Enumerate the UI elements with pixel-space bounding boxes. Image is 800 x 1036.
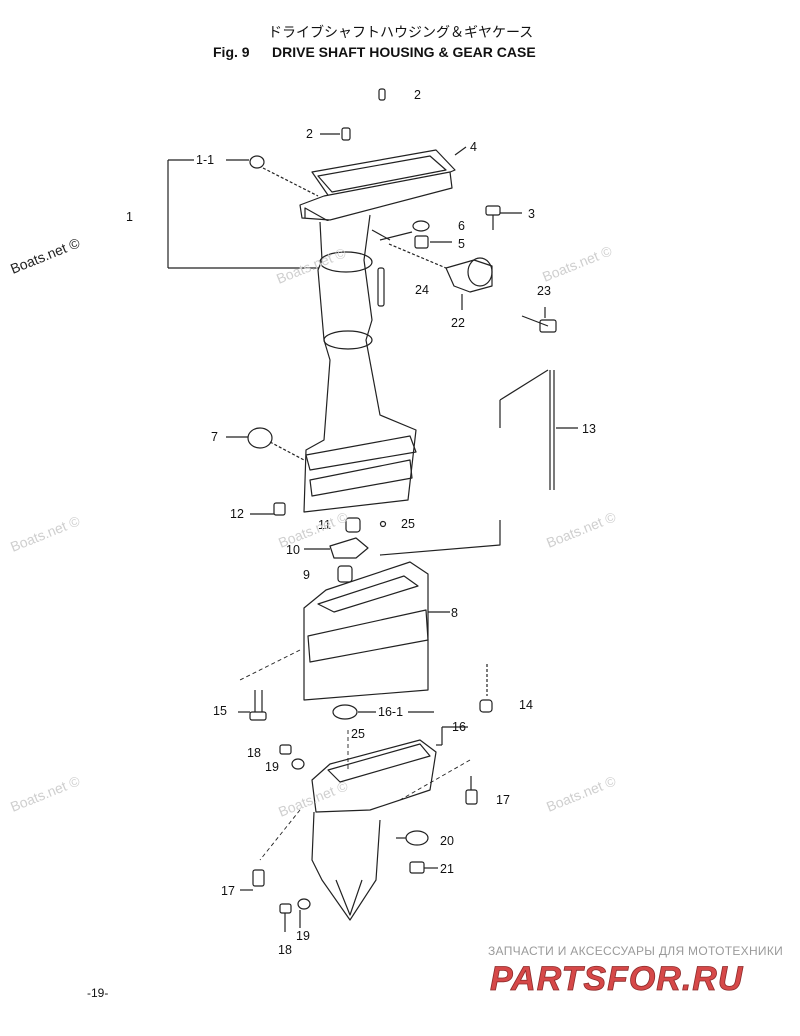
part-10-plate xyxy=(329,537,369,559)
part-8-extension-housing xyxy=(303,561,450,701)
callout-16-1: 16-1 xyxy=(378,705,404,719)
part-16-gear-case xyxy=(311,726,468,921)
callout-23: 23 xyxy=(537,284,551,298)
callout-4: 4 xyxy=(470,140,477,154)
svg-text:PARTSFOR.RU: PARTSFOR.RU xyxy=(490,960,744,998)
part-17-bolt-lower xyxy=(252,869,265,887)
callout-15: 15 xyxy=(213,704,227,718)
callout-10: 10 xyxy=(286,543,300,557)
callout-9: 9 xyxy=(303,568,310,582)
part-17-bolt xyxy=(465,789,478,805)
callout-2-top: 2 xyxy=(414,88,421,102)
part-2-pin-top xyxy=(378,88,386,101)
callout-1: 1 xyxy=(126,210,133,224)
part-14-nut xyxy=(479,699,493,713)
part-2-pin xyxy=(341,127,351,141)
callout-6: 6 xyxy=(458,219,465,233)
callout-5: 5 xyxy=(458,237,465,251)
part-3-bolt xyxy=(485,205,501,216)
part-13-water-tube xyxy=(379,369,578,556)
callout-18-lower: 18 xyxy=(278,943,292,957)
callout-12: 12 xyxy=(230,507,244,521)
part-18-screw xyxy=(279,744,292,755)
part-15-bolt xyxy=(249,690,267,721)
callout-8: 8 xyxy=(451,606,458,620)
part-16-1-oil-seal xyxy=(332,704,358,720)
callout-17: 17 xyxy=(496,793,510,807)
part-19-washer-lower xyxy=(297,898,311,910)
callout-25: 25 xyxy=(401,517,415,531)
part-23-bolt xyxy=(521,307,557,333)
callout-11: 11 xyxy=(318,518,331,532)
part-9-collar xyxy=(337,565,353,583)
brand-subtitle: ЗАПЧАСТИ И АКСЕССУАРЫ ДЛЯ МОТОТЕХНИКИ xyxy=(488,944,784,958)
part-25-small-pin xyxy=(379,520,387,528)
callout-18: 18 xyxy=(247,746,261,760)
part-6-washer xyxy=(412,220,430,232)
part-5-nut xyxy=(414,235,429,249)
callout-19: 19 xyxy=(265,760,279,774)
callout-13: 13 xyxy=(582,422,596,436)
japanese-title: ドライブシャフトハウジング＆ギヤケース xyxy=(268,25,534,41)
part-11-grommet xyxy=(345,517,361,533)
figure-title: DRIVE SHAFT HOUSING & GEAR CASE xyxy=(272,44,536,60)
part-7-grommet xyxy=(247,427,273,449)
callout-1-1: 1-1 xyxy=(196,153,215,167)
callout-21: 21 xyxy=(440,862,454,876)
callout-16: 16 xyxy=(452,720,466,734)
callout-20: 20 xyxy=(440,834,454,848)
part-19-washer xyxy=(291,758,305,770)
figure-label: Fig. 9 xyxy=(213,44,250,60)
part-1-1-grommet xyxy=(249,155,265,169)
callout-14: 14 xyxy=(519,698,533,712)
callout-24: 24 xyxy=(415,283,429,297)
part-18-screw-lower xyxy=(279,903,292,914)
part-22-clamp xyxy=(445,257,493,293)
callout-7: 7 xyxy=(211,430,218,444)
brand-logo: PARTSFOR.RU xyxy=(490,960,744,998)
callout-2: 2 xyxy=(306,127,313,141)
callout-17-lower: 17 xyxy=(221,884,235,898)
part-21-bolt xyxy=(409,861,425,874)
part-24-dowel xyxy=(377,267,385,307)
callout-25-lower: 25 xyxy=(351,727,365,741)
callout-19-lower: 19 xyxy=(296,929,310,943)
part-4-gasket-plate xyxy=(299,149,456,230)
page-number: -19- xyxy=(87,986,109,1000)
callout-22: 22 xyxy=(451,316,465,330)
part-20-washer xyxy=(405,830,429,846)
callout-3: 3 xyxy=(528,207,535,221)
part-12-bolt xyxy=(273,502,286,516)
part-1-drive-shaft-housing xyxy=(303,214,417,513)
